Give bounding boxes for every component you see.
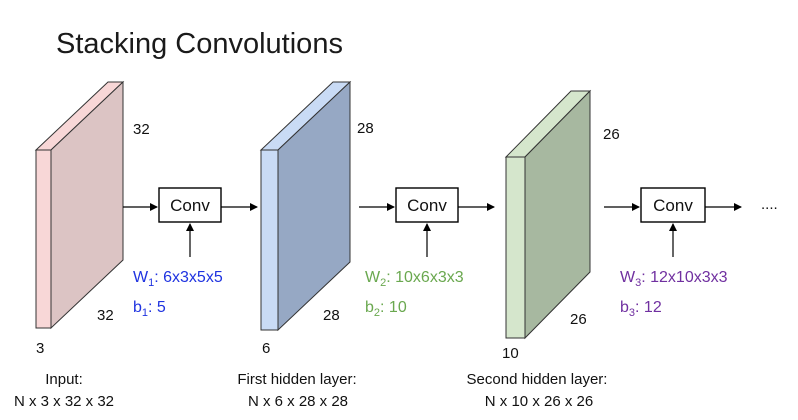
second-hidden-caption-shape: N x 10 x 26 x 26	[485, 393, 593, 410]
input-height-label: 32	[133, 121, 150, 138]
conv1-weights-shape: W1: 6x3x5x5	[133, 269, 223, 289]
first-hidden-caption-title: First hidden layer:	[237, 371, 356, 388]
conv1-bias-shape: b1: 5	[133, 299, 166, 319]
first-hidden-width-label: 28	[323, 307, 340, 324]
conv1-label: Conv	[170, 196, 210, 215]
first-hidden-volume-side-face	[277, 80, 351, 332]
first-hidden-height-label: 28	[357, 120, 374, 137]
input-caption-shape: N x 3 x 32 x 32	[14, 393, 114, 410]
second-hidden-caption-title: Second hidden layer:	[467, 371, 608, 388]
input-caption-title: Input:	[45, 371, 83, 388]
conv2-box	[395, 187, 459, 223]
first-hidden-caption-shape: N x 6 x 28 x 28	[248, 393, 348, 410]
conv3-bias-shape: b3: 12	[620, 299, 662, 319]
continuation-ellipsis: ....	[761, 196, 778, 213]
first-hidden-channels-label: 6	[262, 340, 270, 357]
input-volume-front-face	[35, 149, 52, 329]
input-width-label: 32	[97, 307, 114, 324]
conv2-weights-shape: W2: 10x6x3x3	[365, 269, 464, 289]
conv3-label: Conv	[653, 196, 693, 215]
diagram-title: Stacking Convolutions	[56, 28, 343, 60]
conv2-bias-shape: b2: 10	[365, 299, 407, 319]
second-hidden-channels-label: 10	[502, 345, 519, 362]
input-volume	[34, 80, 125, 330]
second-hidden-height-label: 26	[603, 126, 620, 143]
first-hidden-volume-front-face	[260, 149, 279, 331]
input-volume-side-face	[50, 80, 124, 330]
conv3-box	[640, 187, 706, 223]
first-hidden-volume	[259, 80, 352, 332]
input-channels-label: 3	[36, 340, 44, 357]
second-hidden-volume-front-face	[505, 156, 526, 339]
second-hidden-volume	[504, 89, 592, 340]
second-hidden-width-label: 26	[570, 311, 587, 328]
conv1-box	[158, 187, 222, 223]
conv2-label: Conv	[407, 196, 447, 215]
conv3-weights-shape: W3: 12x10x3x3	[620, 269, 728, 289]
